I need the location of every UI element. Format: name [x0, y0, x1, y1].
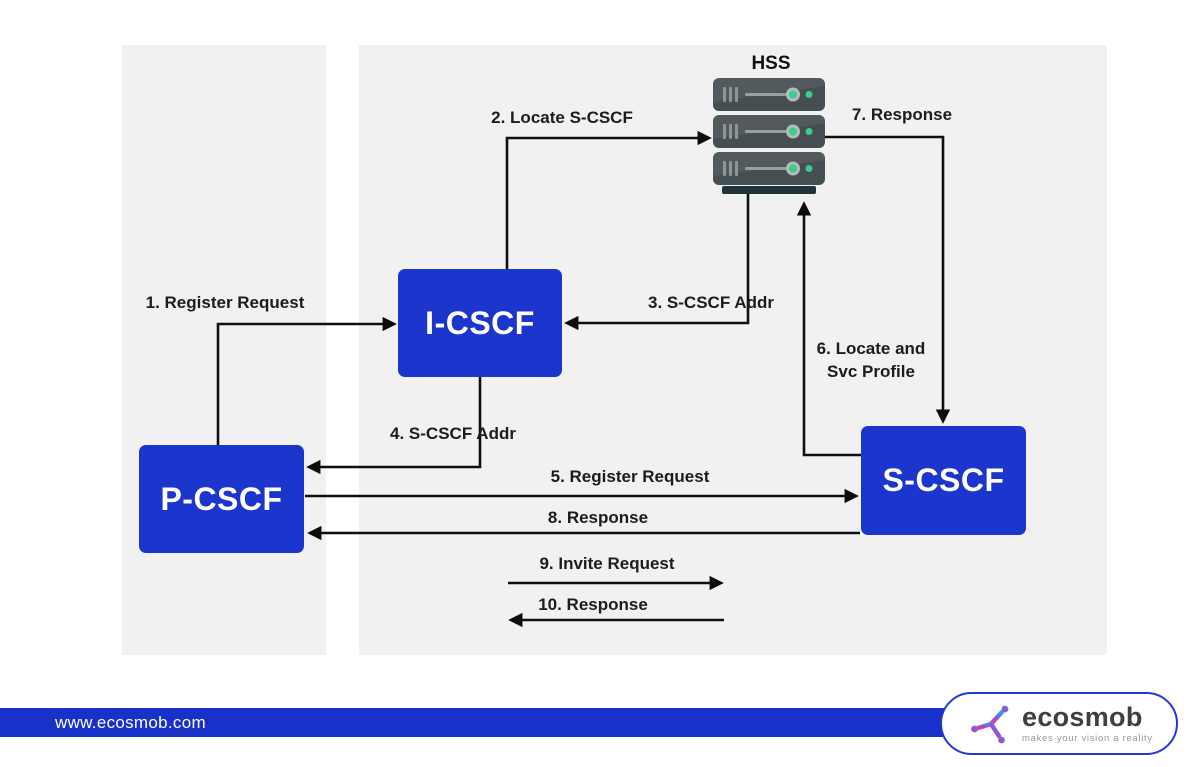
server-unit [713, 152, 825, 185]
node-icscf: I-CSCF [398, 269, 562, 377]
footer-bar: www.ecosmob.com [0, 708, 1040, 737]
step-label-1: 1. Register Request [145, 293, 305, 312]
ecosmob-brand-name: ecosmob [1022, 701, 1143, 732]
step-label-6: 6. Locate and Svc Profile [816, 339, 926, 381]
footer-website-text: www.ecosmob.com [55, 712, 206, 732]
ecosmob-brand-text: ecosmob makes your vision a reality [1022, 701, 1153, 744]
arrow-step-3 [564, 194, 750, 331]
step-label-10: 10. Response [538, 595, 648, 614]
server-unit [713, 115, 825, 148]
step-label-8: 8. Response [547, 508, 649, 527]
node-pcscf-label: P-CSCF [160, 480, 283, 517]
node-pcscf: P-CSCF [139, 445, 304, 553]
arrow-step-6 [796, 201, 861, 457]
step-label-4: 4. S-CSCF Addr [390, 424, 516, 443]
step-label-9: 9. Invite Request [539, 554, 675, 573]
node-scscf-label: S-CSCF [882, 462, 1005, 498]
arrow-step-2 [505, 130, 712, 269]
node-icscf-label: I-CSCF [425, 304, 535, 341]
ecosmob-logo-badge: ecosmob makes your vision a reality [940, 692, 1178, 755]
step-label-7: 7. Response [851, 105, 953, 124]
hss-server-icon [713, 78, 825, 194]
node-scscf: S-CSCF [861, 426, 1026, 535]
arrow-step-4 [306, 377, 482, 475]
ecosmob-tagline: makes your vision a reality [1022, 732, 1153, 744]
left-background-panel [122, 45, 326, 655]
arrow-step-1 [216, 316, 397, 445]
arrow-step-7 [825, 135, 951, 424]
ecosmob-logo-icon [971, 705, 1009, 743]
step-label-5: 5. Register Request [550, 467, 710, 486]
step-label-2: 2. Locate S-CSCF [491, 108, 633, 127]
server-unit [713, 78, 825, 111]
hss-title: HSS [751, 53, 791, 74]
step-label-3: 3. S-CSCF Addr [648, 293, 774, 312]
